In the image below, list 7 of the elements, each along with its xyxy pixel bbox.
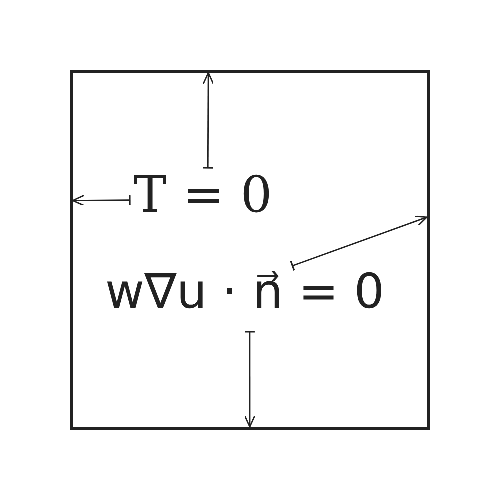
equation-label: T = 0: [132, 170, 274, 222]
domain-square: [70, 70, 430, 430]
leader-arrow: [202, 72, 214, 169]
leader-arrow: [72, 194, 131, 206]
leader-arrow: [244, 331, 256, 428]
equation-label: w∇u · n⃗ = 0: [92, 268, 398, 330]
leader-arrow: [290, 216, 428, 272]
